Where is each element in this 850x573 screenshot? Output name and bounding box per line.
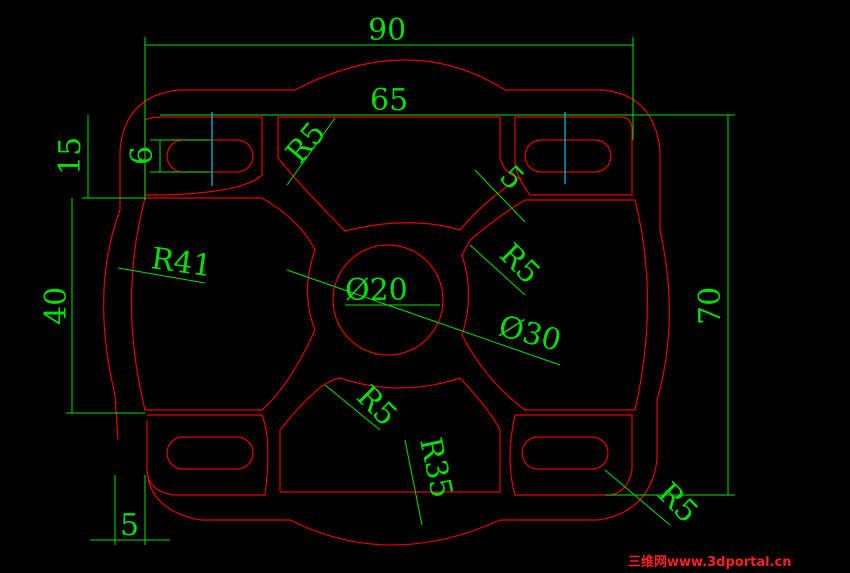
dim-offset-top-right: 5 bbox=[492, 159, 530, 197]
centerlines bbox=[211, 112, 566, 186]
dim-diameter-outer: Ø30 bbox=[495, 309, 565, 359]
dim-overall-height: 70 bbox=[693, 287, 728, 325]
dim-side-flat: 40 bbox=[39, 287, 74, 325]
watermark: 三维网www.3dportal.cn bbox=[628, 554, 791, 570]
dim-radius-bottom: R5 bbox=[349, 379, 403, 433]
dim-radius-35: R35 bbox=[412, 434, 459, 501]
dim-overall-width: 90 bbox=[368, 13, 406, 48]
dim-radius-top-left: R5 bbox=[279, 116, 333, 170]
dim-slot-width: 6 bbox=[125, 146, 160, 165]
dim-radius-right: R5 bbox=[492, 237, 546, 291]
dimension-lines bbox=[66, 37, 735, 545]
dim-radius-corner: R5 bbox=[650, 476, 704, 530]
dim-diameter-inner: Ø20 bbox=[345, 273, 408, 308]
dim-left-offset: 15 bbox=[53, 137, 88, 175]
dim-radius-big: R41 bbox=[149, 241, 214, 284]
dim-top-slot-span: 65 bbox=[370, 83, 408, 118]
dim-bottom-offset: 5 bbox=[120, 508, 139, 543]
